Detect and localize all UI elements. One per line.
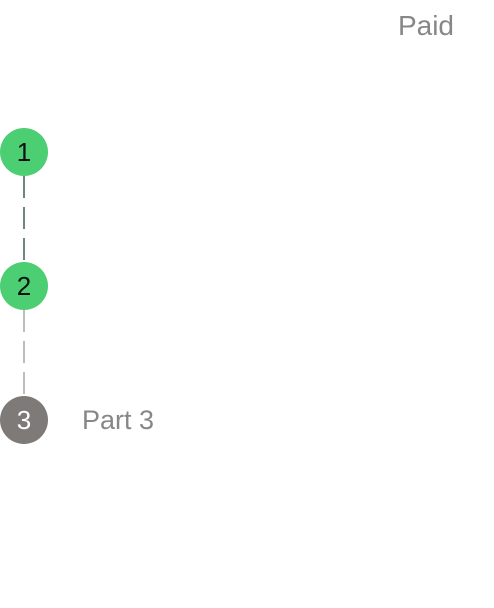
step-3-label: Part 3 bbox=[82, 405, 155, 435]
step-1-indicator[interactable]: 1 bbox=[0, 128, 48, 176]
payment-status-label: Paid bbox=[397, 10, 454, 41]
step-2-connector bbox=[23, 310, 25, 396]
step-3-indicator[interactable]: 3 bbox=[0, 396, 48, 444]
step-2-indicator[interactable]: 2 bbox=[0, 262, 48, 310]
step-1-connector bbox=[23, 176, 25, 262]
